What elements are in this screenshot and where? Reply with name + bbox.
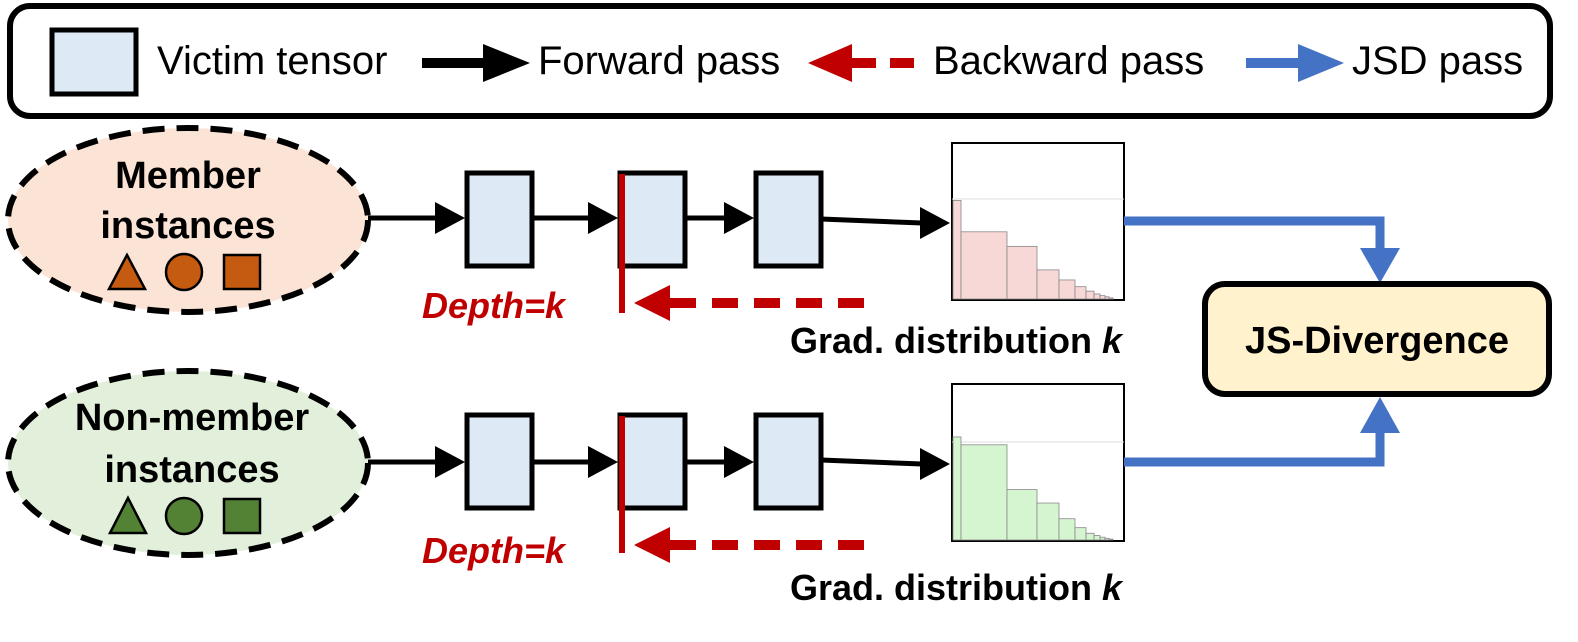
legend-box [7, 3, 1553, 119]
nonmember-label-line2: instances [104, 449, 279, 491]
histogram-bar [1099, 536, 1106, 541]
histogram-bar [1036, 502, 1060, 541]
histogram-bar [1058, 518, 1076, 541]
member-backward-arrowhead [634, 285, 670, 321]
histogram-bar [1108, 538, 1114, 541]
histogram-bar [1036, 269, 1060, 300]
legend-victim-tensor-label: Victim tensor [157, 39, 387, 83]
member-label-line2: instances [100, 205, 275, 247]
nonmember-label-line1: Non-member [75, 397, 310, 439]
nonmember-depth-label: Depth=k [422, 530, 567, 571]
member-label-line1: Member [115, 155, 261, 197]
legend-jsd-pass-label: JSD pass [1352, 39, 1523, 83]
member-row: Member instances Depth=k Grad. distribut… [5, 125, 1400, 361]
nonmember-grad-label: Grad. distribution k [790, 567, 1124, 608]
legend-jsd-arrow-icon [1246, 44, 1344, 82]
member-forward-arrow-4 [820, 216, 923, 226]
js-divergence-box [1202, 281, 1552, 397]
histogram-bar [1099, 295, 1106, 300]
histogram-bar [1093, 535, 1101, 541]
nonmember-tensor-2 [617, 412, 688, 511]
histogram-bar [1085, 532, 1095, 541]
legend-tensor-swatch [49, 27, 139, 97]
member-histogram-bars [952, 200, 1114, 300]
nonmember-backward-arrowhead [634, 527, 670, 563]
nonmember-tensor-3 [753, 412, 824, 511]
nonmember-jsd-connector [1124, 428, 1385, 467]
histogram-bar [1006, 489, 1038, 541]
nonmember-triangle-icon [107, 495, 149, 535]
histogram-bar [1058, 279, 1076, 300]
histogram-bar [1074, 286, 1087, 300]
histogram-bar [1104, 296, 1110, 300]
legend-backward-pass-label: Backward pass [933, 39, 1204, 83]
js-divergence-label: JS-Divergence [1245, 320, 1509, 362]
histogram-bar [1074, 527, 1087, 541]
member-square-icon [222, 253, 262, 291]
histogram-bar [952, 436, 962, 541]
histogram-bar [1085, 290, 1095, 300]
nonmember-tensor-1 [464, 412, 535, 511]
nonmember-circle-icon [164, 496, 204, 536]
histogram-bar [1104, 537, 1110, 541]
histogram-bar [960, 444, 1008, 541]
nonmember-forward-arrow-4 [820, 457, 923, 467]
legend-forward-arrow-icon [422, 44, 530, 82]
histogram-bar [960, 231, 1008, 300]
member-depth-label: Depth=k [422, 285, 567, 326]
histogram-bar [1093, 293, 1101, 300]
nonmember-row: Non-member instances Depth=k Grad. distr… [5, 368, 1400, 608]
legend-forward-pass-label: Forward pass [538, 39, 780, 83]
member-grad-label: Grad. distribution k [790, 320, 1124, 361]
legend-backward-arrow-icon [808, 44, 918, 82]
member-jsd-connector [1124, 216, 1385, 254]
histogram-bar [1006, 245, 1038, 300]
histogram-bar [1108, 297, 1114, 300]
member-circle-icon [164, 252, 204, 292]
member-tensor-1 [464, 170, 535, 269]
nonmember-square-icon [222, 497, 262, 535]
member-triangle-icon [106, 252, 148, 291]
member-tensor-3 [753, 170, 824, 269]
nonmember-histogram-bars [952, 436, 1114, 541]
histogram-bar [952, 200, 962, 300]
member-tensor-2 [617, 170, 688, 269]
